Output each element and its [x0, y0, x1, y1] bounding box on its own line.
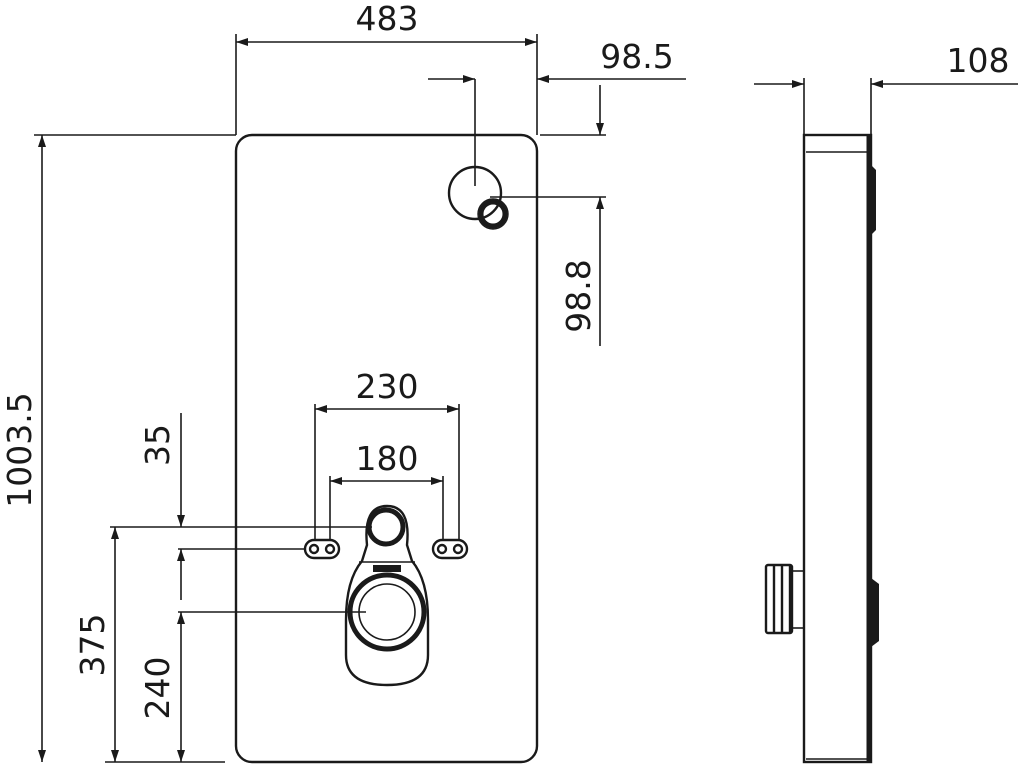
front-view [234, 133, 539, 764]
side-body [802, 133, 873, 764]
dim-bolt-outer-label: 230 [356, 367, 419, 406]
dim-button-y: 98.8 [490, 85, 606, 346]
dim-bolt-to-inlet: 35 [138, 413, 306, 600]
dim-depth-label: 108 [947, 41, 1010, 80]
toilet-connection [344, 504, 430, 687]
dim-outlet-height: 240 [138, 611, 366, 762]
side-cover-bump [871, 578, 879, 647]
flush-button [447, 165, 509, 230]
dim-height: 1003.5 [0, 134, 236, 762]
dim-width-label: 483 [356, 0, 419, 38]
mounting-hole-right [431, 538, 469, 560]
dim-inlet-height-label: 375 [73, 614, 112, 677]
dim-button-x: 98.5 [428, 37, 686, 186]
dim-inlet-height: 375 [73, 526, 372, 763]
dim-outlet-height-label: 240 [138, 657, 177, 720]
dim-bolt-to-inlet-label: 35 [138, 424, 177, 466]
front-panel [234, 133, 539, 764]
dim-width: 483 [235, 0, 538, 135]
dim-button-x-label: 98.5 [600, 37, 673, 76]
dim-button-y-label: 98.8 [559, 259, 598, 332]
inlet-pipe [764, 563, 804, 635]
side-view [764, 133, 879, 764]
dim-depth: 108 [754, 41, 1018, 135]
mounting-hole-left [303, 538, 341, 560]
dim-bolt-inner-label: 180 [356, 439, 419, 478]
side-button [871, 165, 876, 235]
dim-bolt-outer: 230 [314, 367, 460, 540]
dim-bolt-inner: 180 [329, 439, 444, 540]
dim-height-label: 1003.5 [0, 392, 39, 507]
